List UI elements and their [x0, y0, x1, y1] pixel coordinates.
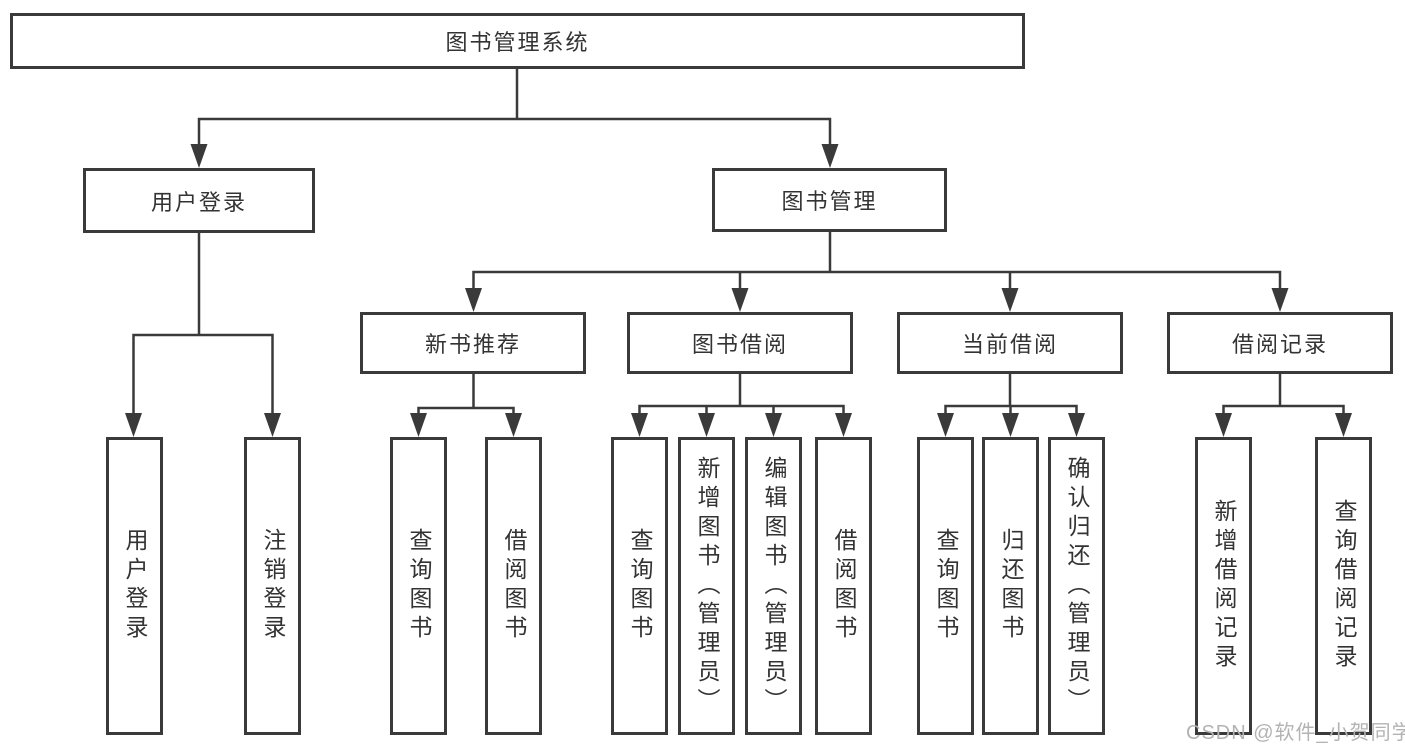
leaf-label: 注销登录 — [260, 528, 286, 644]
leaf-cb-confirm-return-admin: 确认归还（管理员） — [1048, 437, 1105, 735]
leaf-label: 归还图书 — [998, 528, 1024, 644]
leaf-bb-edit-books-admin: 编辑图书（管理员） — [745, 437, 802, 735]
leaf-label: 编辑图书（管理员） — [761, 455, 787, 717]
leaf-label: 新增图书（管理员） — [694, 455, 720, 717]
leaf-nbr-borrow-books: 借阅图书 — [485, 437, 542, 735]
leaf-cb-query-books: 查询图书 — [917, 437, 974, 735]
arrowheads-new-book-children — [410, 413, 522, 437]
leaf-label: 用户登录 — [122, 528, 148, 644]
node-label: 当前借阅 — [961, 332, 1058, 357]
node-book-borrowing: 图书借阅 — [627, 312, 853, 374]
leaf-label: 确认归还（管理员） — [1064, 455, 1090, 717]
arrowheads-level3 — [465, 288, 1289, 312]
connector-new-book-children — [417, 372, 515, 419]
arrowheads-current-borrowing-children — [937, 413, 1085, 437]
leaf-label: 查询图书 — [933, 528, 959, 644]
node-label: 图书管理系统 — [445, 30, 590, 55]
leaf-logout-login: 注销登录 — [244, 437, 301, 735]
connector-user-login-children — [132, 231, 274, 419]
node-user-login: 用户登录 — [83, 168, 315, 233]
arrowheads-level2 — [190, 144, 839, 168]
leaf-nbr-query-books: 查询图书 — [390, 437, 447, 735]
leaf-bb-borrow-books: 借阅图书 — [815, 437, 872, 735]
leaf-cb-return-books: 归还图书 — [982, 437, 1039, 735]
node-library-management-system: 图书管理系统 — [10, 13, 1025, 69]
node-label: 借阅记录 — [1231, 332, 1328, 357]
leaf-bb-query-books: 查询图书 — [611, 437, 668, 735]
node-label: 图书管理 — [781, 189, 878, 214]
node-label: 新书推荐 — [424, 332, 521, 357]
leaf-br-add-borrow-record: 新增借阅记录 — [1195, 437, 1252, 735]
connector-current-borrowing-children — [944, 372, 1078, 419]
connector-borrowing-records-children — [1222, 372, 1345, 419]
leaf-label: 查询借阅记录 — [1331, 499, 1357, 673]
node-current-borrowing: 当前借阅 — [897, 312, 1123, 374]
node-book-management: 图书管理 — [712, 168, 947, 232]
node-new-book-recommendation: 新书推荐 — [360, 312, 586, 374]
arrowheads-book-borrowing-children — [631, 413, 852, 437]
arrowheads-borrowing-records-children — [1215, 413, 1352, 437]
connector-root-to-level2 — [197, 67, 832, 150]
leaf-label: 查询图书 — [406, 528, 432, 644]
leaf-label: 查询图书 — [627, 528, 653, 644]
node-label: 图书借阅 — [691, 332, 788, 357]
node-label: 用户登录 — [150, 189, 247, 215]
leaf-user-login: 用户登录 — [106, 437, 163, 735]
csdn-watermark: CSDN @软件_小贺同学 — [1186, 722, 1405, 744]
connector-book-borrowing-children — [638, 372, 845, 419]
leaf-label: 新增借阅记录 — [1211, 499, 1237, 673]
node-borrowing-records: 借阅记录 — [1167, 312, 1393, 374]
leaf-bb-add-books-admin: 新增图书（管理员） — [678, 437, 735, 735]
leaf-br-query-borrow-record: 查询借阅记录 — [1315, 437, 1372, 735]
leaf-label: 借阅图书 — [501, 528, 527, 644]
leaf-label: 借阅图书 — [831, 528, 857, 644]
arrowheads-user-login-children — [125, 413, 281, 437]
connector-book-management-to-level3 — [472, 230, 1282, 294]
